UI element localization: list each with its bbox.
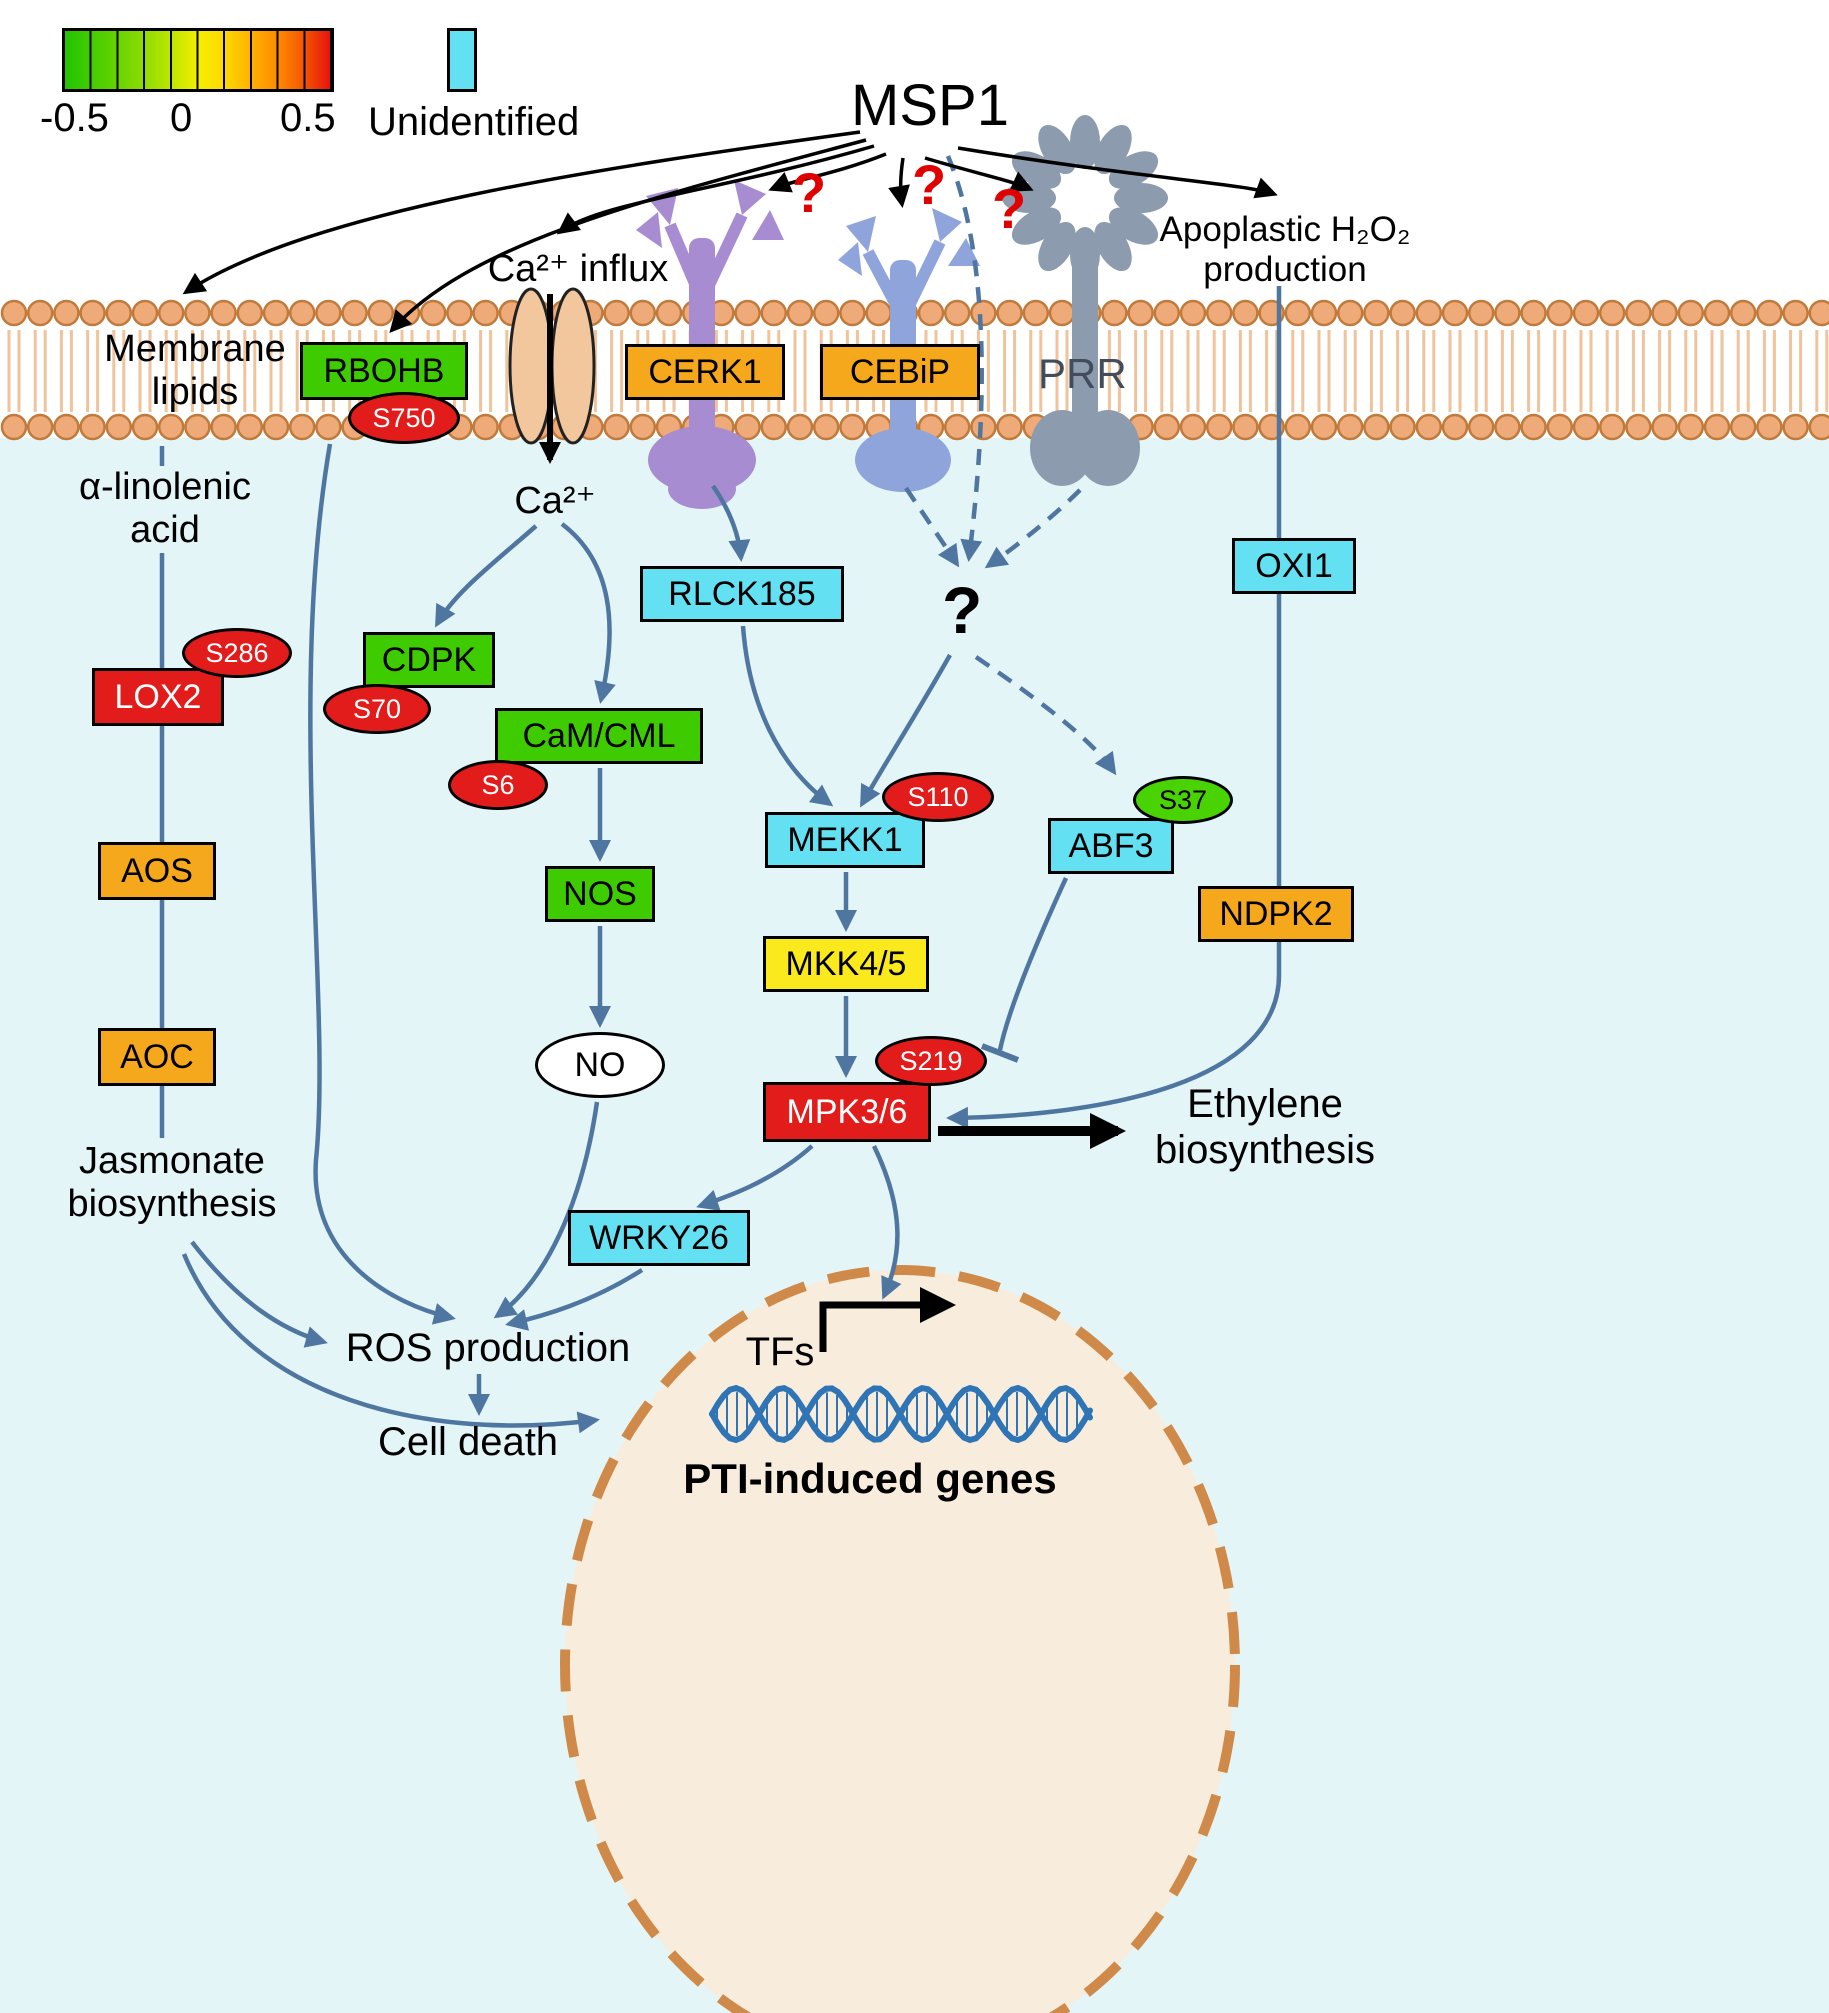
phosphosite-s219: S219: [875, 1036, 987, 1086]
inhibition-bar: [980, 1043, 1020, 1063]
dashed-signal-arrows: [904, 155, 1117, 776]
cell-death-label: Cell death: [377, 1420, 559, 1464]
node-rlck185: RLCK185: [640, 566, 844, 622]
node-mekk1: MEKK1: [765, 812, 925, 868]
alpha-linolenic-label: α-linolenic acid: [50, 466, 280, 553]
nucleus: [560, 1265, 1240, 2013]
calcium-influx-label: Ca²⁺ influx: [487, 248, 669, 290]
pti-genes-label: PTI-induced genes: [683, 1455, 1057, 1502]
ethylene-label: Ethylene biosynthesis: [1154, 1082, 1376, 1172]
question-mark-prr: ?: [992, 177, 1027, 240]
node-cdpk: CDPK: [363, 632, 495, 688]
node-mpk36: MPK3/6: [763, 1082, 931, 1142]
unidentified-label: Unidentified: [368, 100, 580, 144]
jasmonate-label: Jasmonate biosynthesis: [42, 1140, 302, 1227]
phosphosite-s6: S6: [448, 760, 548, 810]
calcium-channel-icon: [508, 287, 596, 445]
phosphosite-s70: S70: [323, 684, 431, 734]
phosphosite-s37: S37: [1133, 776, 1233, 824]
scale-ticks: [65, 31, 331, 89]
msp1-arrows: [182, 130, 1278, 333]
node-rbohb: RBOHB: [300, 342, 468, 400]
node-cam-cml: CaM/CML: [495, 708, 703, 764]
node-aoc: AOC: [98, 1028, 216, 1086]
node-wrky26: WRKY26: [568, 1210, 750, 1266]
signal-arrows: [159, 286, 1282, 1434]
question-mark-cebip: ?: [912, 153, 947, 216]
question-mark-cerk1: ?: [792, 161, 827, 224]
node-aos: AOS: [98, 842, 216, 900]
node-lox2: LOX2: [92, 668, 224, 726]
scale-min-label: -0.5: [40, 96, 109, 140]
phosphosite-s286: S286: [182, 628, 292, 678]
node-nos: NOS: [545, 866, 655, 922]
question-mark-unknown-signal: ?: [942, 573, 983, 647]
ros-production-label: ROS production: [345, 1326, 631, 1370]
membrane-lipids-label: Membrane lipids: [104, 328, 286, 414]
msp1-title: MSP1: [851, 73, 1009, 138]
node-cebip: CEBiP: [820, 344, 980, 400]
phospho-scale-gradient: [62, 28, 334, 92]
node-mkk45: MKK4/5: [763, 936, 929, 992]
dna-helix-icon: [709, 1384, 1093, 1444]
scale-max-label: 0.5: [280, 96, 336, 140]
calcium-ion-label: Ca²⁺: [514, 480, 596, 522]
tfs-label: TFs: [745, 1330, 815, 1374]
node-abf3: ABF3: [1048, 818, 1174, 874]
phosphosite-s110: S110: [882, 772, 994, 822]
prr-receptor-icon: [1002, 115, 1168, 486]
node-no: NO: [535, 1032, 665, 1098]
unidentified-swatch: [447, 28, 477, 92]
prr-receptor-label: PRR: [1038, 350, 1127, 397]
node-ndpk2: NDPK2: [1198, 886, 1354, 942]
apoplastic-h2o2-label: Apoplastic H₂O₂ production: [1159, 210, 1411, 289]
phosphosite-s750: S750: [348, 392, 460, 444]
transcription-arrow: [819, 1287, 956, 1352]
node-cerk1: CERK1: [625, 344, 785, 400]
scale-mid-label: 0: [170, 96, 193, 140]
node-oxi1: OXI1: [1232, 538, 1356, 594]
